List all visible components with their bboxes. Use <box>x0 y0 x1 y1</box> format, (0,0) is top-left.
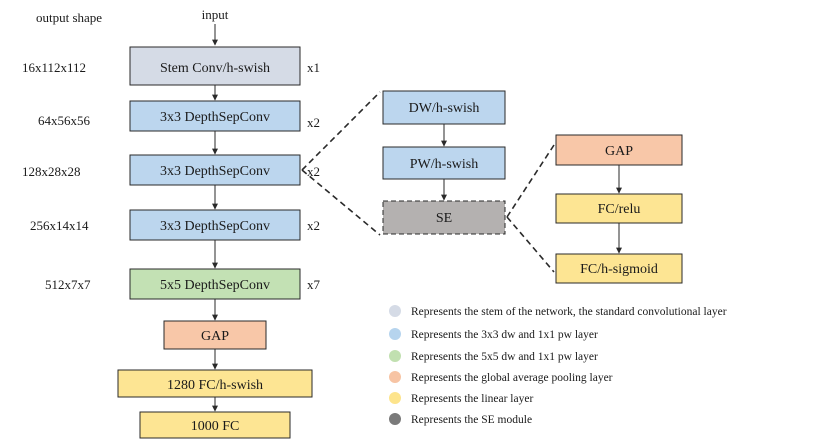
depthsep-block-3 <box>129 209 301 241</box>
legend-text-linear: Represents the linear layer <box>411 393 533 405</box>
depthsep-5x5-block <box>129 268 301 300</box>
legend-text-se: Represents the SE module <box>411 414 532 426</box>
legend-text-stem: Represents the stem of the network, the … <box>411 306 727 318</box>
depthsep-label-1: 3x3 DepthSepConv <box>160 110 270 125</box>
legend-swatch-linear <box>389 392 401 404</box>
se-block <box>382 200 506 235</box>
dw-hswish-label: DW/h-swish <box>409 101 480 116</box>
legend: Represents the stem of the network, the … <box>389 305 727 426</box>
fc-1000-block <box>139 411 291 439</box>
depthsep-block-1 <box>129 100 301 132</box>
repeat-label-dsc1: x2 <box>307 115 320 130</box>
repeat-label-dsc3: x2 <box>307 218 320 233</box>
zoom-line-top-2 <box>506 144 555 218</box>
gap-block <box>163 320 267 350</box>
shape-label-dsc2: 128x28x28 <box>22 164 81 179</box>
depthsep-label-2: 3x3 DepthSepConv <box>160 164 270 179</box>
legend-text-dw3: Represents the 3x3 dw and 1x1 pw layer <box>411 329 598 341</box>
shape-label-stem: 16x112x112 <box>22 60 86 75</box>
fc-1280-label: 1280 FC/h-swish <box>167 378 263 393</box>
legend-swatch-dw5 <box>389 350 401 362</box>
legend-text-gap: Represents the global average pooling la… <box>411 372 613 384</box>
se-gap-label: GAP <box>605 144 633 159</box>
legend-swatch-se <box>389 413 401 425</box>
legend-swatch-dw3 <box>389 328 401 340</box>
legend-swatch-stem <box>389 305 401 317</box>
legend-swatch-gap <box>389 371 401 383</box>
depthsep-5x5-label: 5x5 DepthSepConv <box>160 278 270 293</box>
depthsep-label-3: 3x3 DepthSepConv <box>160 219 270 234</box>
zoom-line-top-1 <box>301 91 381 171</box>
se-gap-block <box>555 134 683 166</box>
input-label: input <box>202 7 229 22</box>
zoom-line-bottom-1 <box>301 169 381 236</box>
pw-hswish-label: PW/h-swish <box>410 157 478 172</box>
legend-text-dw5: Represents the 5x5 dw and 1x1 pw layer <box>411 351 598 363</box>
dw-hswish-block <box>382 90 506 125</box>
fc-relu-block <box>555 193 683 224</box>
depthsep-block-2 <box>129 154 301 186</box>
fc-relu-label: FC/relu <box>598 202 641 217</box>
output-shape-header: output shape <box>36 10 102 25</box>
fc-hsigmoid-label: FC/h-sigmoid <box>580 262 658 277</box>
shape-label-dsc1: 64x56x56 <box>38 113 91 128</box>
repeat-label-dsc2: x2 <box>307 164 320 179</box>
repeat-label-stem: x1 <box>307 60 320 75</box>
fc-1000-label: 1000 FC <box>191 419 240 434</box>
zoom-line-bottom-2 <box>506 216 555 273</box>
gap-label: GAP <box>201 329 229 344</box>
shape-label-dsc5: 512x7x7 <box>45 277 91 292</box>
shape-label-dsc3: 256x14x14 <box>30 218 89 233</box>
se-label: SE <box>436 211 452 226</box>
pw-hswish-block <box>382 146 506 180</box>
repeat-label-dsc5: x7 <box>307 277 321 292</box>
stem-conv-label: Stem Conv/h-swish <box>160 61 270 76</box>
fc-1280-block <box>117 369 313 398</box>
fc-hsigmoid-block <box>555 253 683 284</box>
